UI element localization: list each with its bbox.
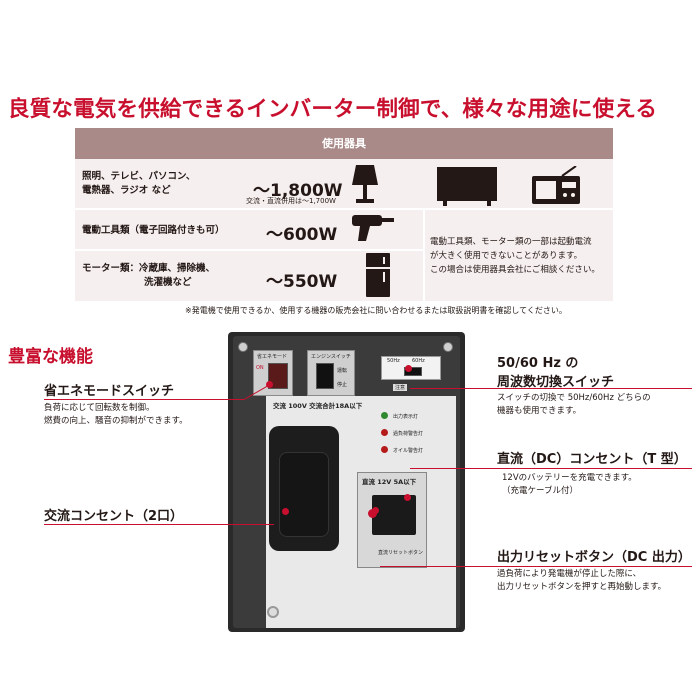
watt-1800: 〜1,800W	[253, 181, 343, 201]
eco-switch-desc: 負荷に応じて回転数を制御。 燃費の向上、騒音の抑制ができます。	[44, 403, 188, 426]
dc-rating-label: 直流 12V 5A以下	[362, 478, 417, 486]
stop-caption: 停止	[337, 382, 348, 388]
reset-leader-line	[380, 566, 692, 567]
engine-switch-housing: エンジンスイッチ 運転 停止	[307, 350, 355, 396]
frequency-switch[interactable]	[404, 367, 422, 376]
radio-icon	[532, 166, 580, 204]
category-motors: モーター類：冷蔵庫、掃除機、 洗濯機など	[82, 263, 216, 288]
freq-50-caption: 50Hz	[387, 358, 400, 364]
eco-mode-switch-housing: 省エネモード ON	[253, 350, 293, 396]
oil-led-label: オイル警告灯	[393, 448, 424, 454]
column-divider	[423, 209, 425, 301]
dc-outlet-desc: 12Vのバッテリーを充電できます。 （充電ケーブル付）	[502, 473, 637, 496]
run-caption: 運転	[337, 368, 348, 374]
dc-reset-button[interactable]	[368, 509, 377, 518]
oil-led-icon	[381, 446, 388, 453]
watt-600: 〜600W	[266, 225, 338, 245]
headline: 良質な電気を供給できるインバーター制御で、様々な用途に使える	[8, 97, 658, 122]
ac-rating-label: 交流 100V 交流合計18A以下	[273, 402, 363, 410]
watt-550: 〜550W	[266, 272, 338, 292]
freq-switch-label: 50/60 Hz の 周波数切換スイッチ	[497, 356, 615, 390]
reset-caption: 直流リセットボタン	[378, 550, 424, 556]
refrigerator-icon	[366, 253, 390, 297]
dc-outlet-box: 直流 12V 5A以下 直流リセットボタン	[357, 472, 427, 568]
engine-switch-caption: エンジンスイッチ	[311, 354, 351, 360]
dc-leader-line	[410, 468, 692, 469]
screw-icon	[443, 342, 453, 352]
row-divider	[75, 249, 423, 251]
reset-button-label: 出力リセットボタン（DC 出力）	[497, 550, 691, 565]
drill-icon	[352, 215, 394, 241]
tv-icon	[437, 167, 497, 206]
generator-control-panel: 省エネモード ON エンジンスイッチ 運転 停止 50Hz 60Hz 注意 交流…	[228, 332, 465, 632]
eco-switch-label: 省エネモードスイッチ	[44, 384, 175, 399]
caution-label: 注意	[393, 384, 408, 391]
frequency-switch-box: 50Hz 60Hz	[381, 356, 441, 380]
category-power-tools: 電動工具類（電子回路付きも可）	[82, 225, 225, 236]
inrush-current-note: 電動工具類、モーター類の一部は起動電流 が大きく使用できないことがあります。 こ…	[430, 237, 600, 275]
eco-mode-switch[interactable]	[268, 363, 288, 389]
features-title: 豊富な機能	[8, 347, 93, 367]
freq-switch-desc: スイッチの切換で 50Hz/60Hz どちらの 機器も使用できます。	[497, 393, 651, 416]
ground-terminal[interactable]	[267, 606, 279, 618]
ac-outlet-cover[interactable]	[279, 452, 329, 537]
output-led-label: 出力表示灯	[393, 414, 419, 420]
usage-table: 使用器具	[75, 128, 613, 301]
reset-pointer-dot	[372, 507, 379, 514]
freq-60-caption: 60Hz	[412, 358, 425, 364]
output-led-icon	[381, 412, 388, 419]
on-caption: ON	[256, 365, 264, 371]
ac-outlet-label: 交流コンセント（2口）	[44, 509, 184, 524]
overload-led-icon	[381, 429, 388, 436]
freq-leader-line	[410, 388, 692, 389]
row-divider	[75, 208, 613, 210]
dc-pointer-dot	[404, 494, 411, 501]
dc-outlet-label: 直流（DC）コンセント（T 型）	[497, 452, 687, 467]
reset-button-desc: 過負荷により発電機が停止した際に、 出力リセットボタンを押すと再始動します。	[497, 569, 667, 592]
overload-led-label: 過負荷警告灯	[393, 431, 424, 437]
screw-icon	[238, 342, 248, 352]
lamp-icon	[352, 165, 378, 203]
engine-switch[interactable]	[316, 363, 334, 389]
watt-subnote: 交流・直流併用は〜1,700W	[246, 197, 336, 205]
ac-pointer-dot	[282, 508, 289, 515]
category-lighting: 照明、テレビ、パソコン、 電熱器、ラジオ など	[82, 171, 196, 196]
dc-outlet[interactable]	[372, 495, 416, 535]
freq-pointer-dot	[405, 365, 412, 372]
eco-leader-line	[44, 399, 244, 400]
ac-leader-line	[44, 524, 274, 525]
footnote: ※発電機で使用できるか、使用する機器の販売会社に問い合わせるまたは取扱説明書を確…	[185, 306, 567, 315]
eco-switch-caption: 省エネモード	[257, 354, 288, 360]
ac-outlet[interactable]	[269, 426, 339, 551]
table-header: 使用器具	[75, 128, 613, 159]
eco-pointer-dot	[266, 381, 273, 388]
panel-face: 省エネモード ON エンジンスイッチ 運転 停止 50Hz 60Hz 注意 交流…	[233, 336, 460, 628]
